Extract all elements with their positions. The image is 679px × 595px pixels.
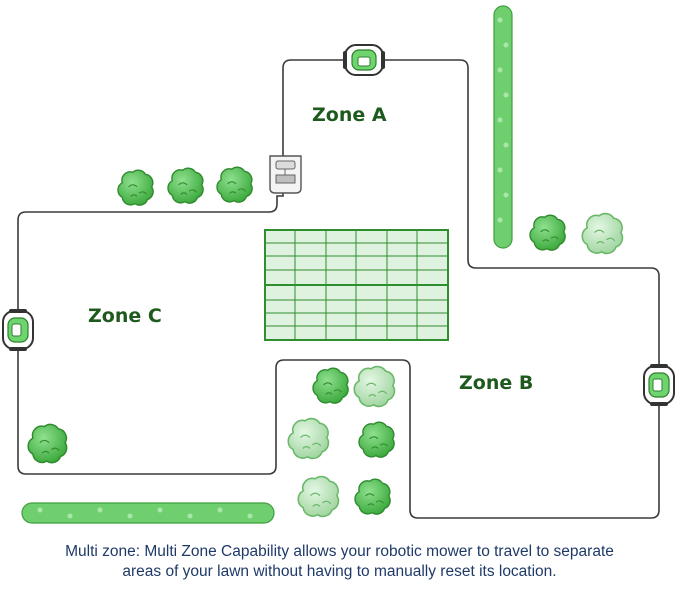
zone-c-label: Zone C (88, 305, 162, 327)
bush-icon (287, 417, 330, 460)
zone-a-boundary-wire (17, 59, 660, 519)
caption-line-1: Multi zone: Multi Zone Capability allows… (65, 543, 614, 560)
bush-icon (358, 421, 395, 458)
caption-line-2: areas of your lawn without having to man… (122, 563, 557, 580)
bush-icon (27, 423, 68, 464)
robotic-mower-icon (343, 44, 385, 76)
bush-icon (354, 478, 391, 515)
robotic-mower-icon (2, 309, 34, 351)
bush-icon (167, 167, 204, 204)
bush-icon (581, 212, 624, 255)
bush-icon (353, 365, 396, 408)
zone-b-label: Zone B (459, 372, 533, 394)
bush-icon (297, 475, 340, 518)
bush-icon (312, 367, 349, 404)
vegetable-garden-icon (264, 229, 449, 341)
bush-icon (216, 166, 253, 203)
bush-icon (117, 169, 154, 206)
hedge-row-icon (21, 502, 275, 524)
robotic-mower-icon (643, 364, 675, 406)
zone-a-label: Zone A (312, 104, 387, 126)
hedge-row-icon (493, 5, 513, 249)
charging-station-icon (269, 155, 302, 194)
diagram-caption: Multi zone: Multi Zone Capability allows… (0, 542, 679, 582)
bush-icon (529, 214, 566, 251)
multi-zone-diagram: Zone A Zone C Zone B (2, 5, 675, 524)
